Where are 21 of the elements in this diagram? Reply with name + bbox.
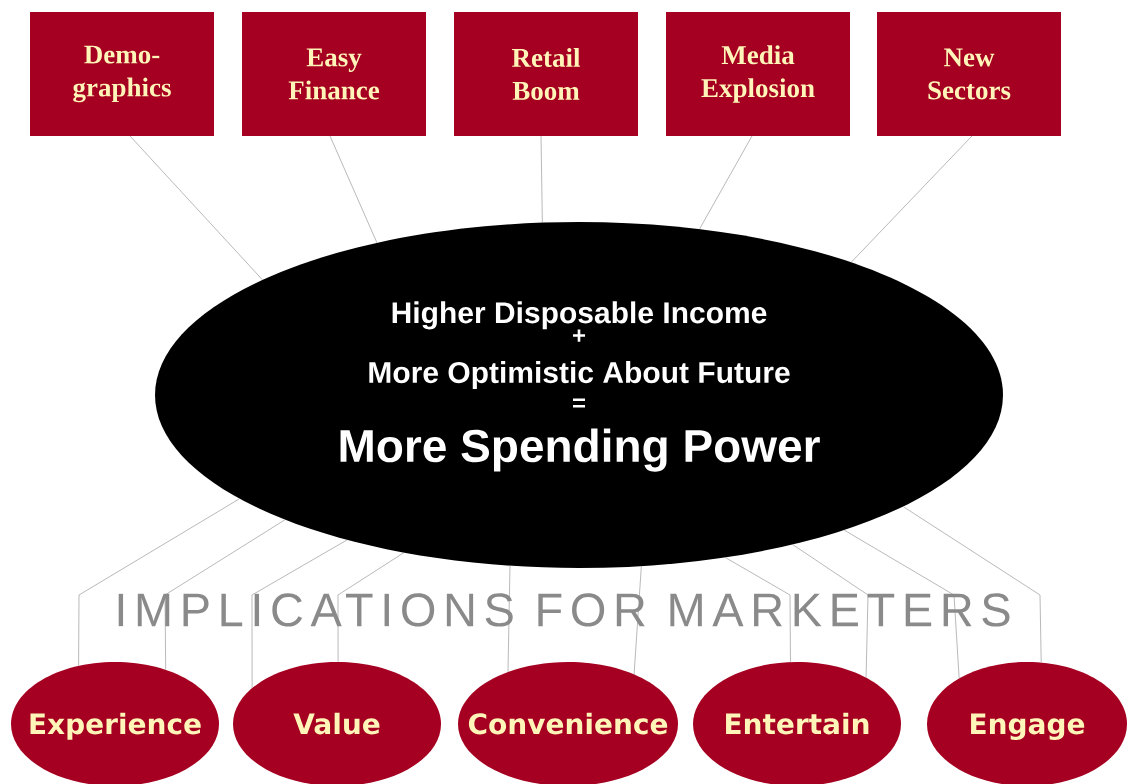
connector-line — [78, 498, 240, 666]
title-box: New Sectors — [877, 12, 1061, 136]
connector-line — [633, 566, 642, 675]
connector-line — [337, 552, 405, 663]
connector-line — [164, 519, 286, 670]
connector-line — [699, 135, 753, 230]
title-box: Demo- graphics — [30, 12, 214, 136]
connector-line — [902, 506, 1042, 663]
section-heading: IMPLICATIONS FOR MARKETERS — [118, 593, 1010, 627]
title-box: Retail Boom — [454, 12, 638, 136]
connector-line — [725, 557, 791, 663]
connector-line — [843, 529, 960, 679]
connector-line — [507, 565, 511, 673]
connector-line — [129, 135, 263, 281]
title-box: Easy Finance — [242, 12, 426, 136]
connector-line — [329, 135, 378, 243]
connector-line — [851, 135, 973, 263]
title-box: Media Explosion — [666, 12, 850, 136]
connector-line — [540, 135, 543, 223]
connector-line — [251, 539, 348, 689]
connector-line — [792, 544, 869, 678]
